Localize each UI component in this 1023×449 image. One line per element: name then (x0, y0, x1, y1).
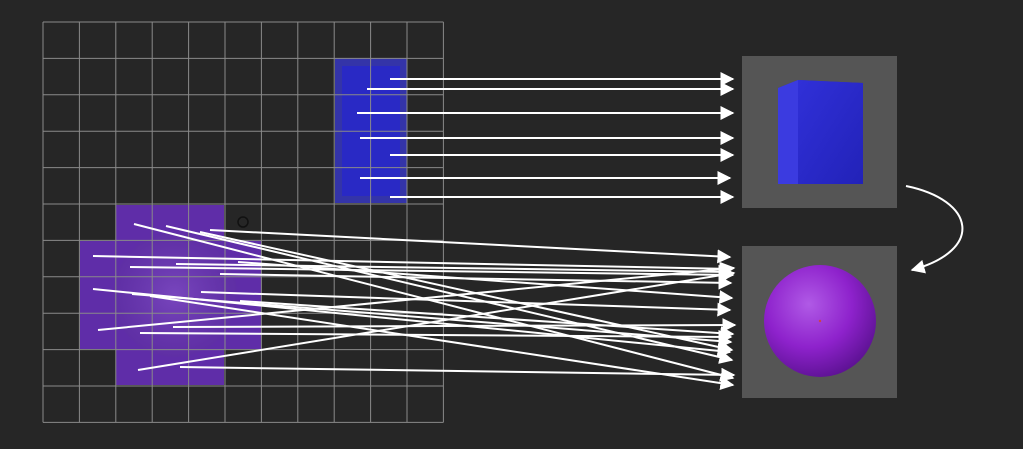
ray-arrow (237, 261, 734, 305)
ray-arrow (172, 318, 737, 333)
box-shape (778, 80, 863, 184)
ray-arrow (199, 231, 734, 355)
ray-arrow (219, 273, 733, 290)
ray-arrow (165, 225, 734, 364)
cursor-ring-icon (237, 216, 249, 228)
ray-arrow (92, 255, 734, 276)
ray-arrow (149, 295, 735, 391)
pixel-grid (42, 21, 444, 423)
transition-arrow (905, 185, 964, 274)
ray-arrow (209, 229, 732, 264)
ray-arrows (92, 72, 737, 391)
box-preview-panel (742, 56, 897, 208)
sphere-preview-panel (742, 246, 897, 398)
ray-arrow (137, 268, 736, 371)
ray-arrow (129, 266, 735, 282)
ray-arrow (131, 293, 733, 348)
ray-arrow (97, 262, 736, 331)
ray-arrow (200, 291, 732, 317)
sphere-center-dot (818, 319, 822, 323)
ray-arrow (179, 366, 736, 382)
ray-arrow (175, 263, 733, 279)
ray-arrow (239, 300, 735, 341)
ray-arrow (133, 223, 735, 382)
ray-arrow (139, 329, 733, 344)
